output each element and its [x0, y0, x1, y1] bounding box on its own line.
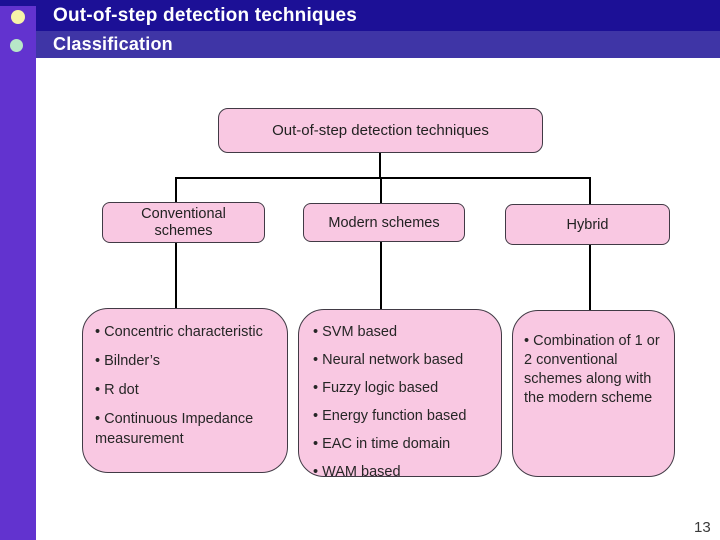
branch-label: Hybrid	[566, 216, 609, 233]
list-item: • Concentric characteristic	[95, 324, 263, 340]
page-number: 13	[694, 519, 711, 536]
slide-title: Out-of-step detection techniques	[53, 4, 358, 26]
leaf-list-conventional: • Concentric characteristic • Bilnder’s …	[82, 308, 288, 473]
list-item: • Bilnder’s	[95, 353, 160, 369]
branch-node-conventional: Conventional schemes	[102, 202, 265, 243]
leaf-list-modern: • SVM based • Neural network based • Fuz…	[298, 309, 502, 480]
branch-label: Conventional schemes	[141, 205, 226, 239]
branch-node-hybrid: Hybrid	[505, 204, 670, 245]
list-item: • Energy function based	[313, 408, 467, 424]
branch-node-modern: Modern schemes	[303, 203, 465, 242]
list-item: • EAC in time domain	[313, 436, 451, 452]
list-item: • Neural network based	[313, 352, 464, 368]
branch-label: Modern schemes	[328, 214, 440, 231]
list-item: • Fuzzy logic based	[313, 380, 439, 396]
root-node-label: Out-of-step detection techniques	[272, 122, 489, 139]
slide-subtitle: Classification	[53, 34, 173, 54]
list-item: • Continuous Impedance measurement	[95, 411, 254, 447]
list-item: • WAM based	[313, 464, 401, 480]
side-accent-bar	[0, 6, 36, 540]
list-item: • R dot	[95, 382, 139, 398]
leaf-list-hybrid: • Combination of 1 or 2 conventional sch…	[512, 310, 675, 477]
list-item: • SVM based	[313, 324, 398, 340]
bullet-dot-yellow-icon	[11, 10, 25, 24]
list-item: • Combination of 1 or 2 conventional sch…	[524, 333, 660, 406]
root-node: Out-of-step detection techniques	[218, 108, 543, 153]
bullet-dot-green-icon	[10, 39, 23, 52]
title-bar: Out-of-step detection techniques	[0, 0, 720, 31]
subtitle-bar: Classification	[0, 31, 720, 58]
